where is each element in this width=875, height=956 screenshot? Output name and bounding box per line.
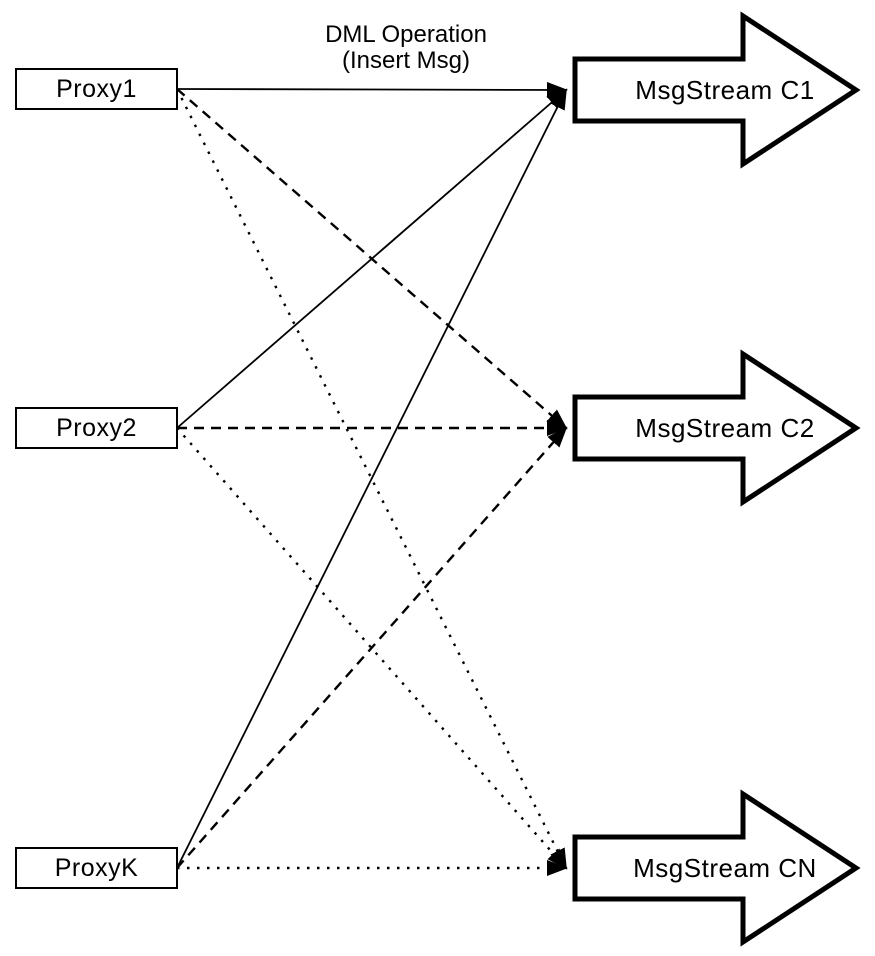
diagram-title: DML Operation (Insert Msg)	[256, 22, 556, 74]
node-proxy2: Proxy2	[15, 407, 178, 449]
node-proxyk: ProxyK	[15, 847, 178, 889]
label-msgstream-c1: MsgStream C1	[635, 75, 815, 105]
edge-proxyk-c2	[176, 426, 568, 869]
title-line1: DML Operation	[325, 21, 487, 48]
edge-proxyk-c1	[176, 88, 567, 869]
msgstream-arrow-c1	[572, 11, 861, 169]
node-proxy1: Proxy1	[15, 68, 178, 110]
label-msgstream-cn: MsgStream CN	[633, 853, 817, 883]
edge-lines-group	[175, 81, 568, 876]
label-msgstream-c2: MsgStream C2	[635, 413, 815, 443]
edge-proxy1-c1	[176, 81, 568, 98]
edge-proxy1-c2	[176, 88, 568, 430]
msgstream-arrow-c2	[572, 349, 861, 507]
msgstream-arrow-cn	[572, 789, 861, 947]
title-line2: (Insert Msg)	[341, 47, 470, 74]
